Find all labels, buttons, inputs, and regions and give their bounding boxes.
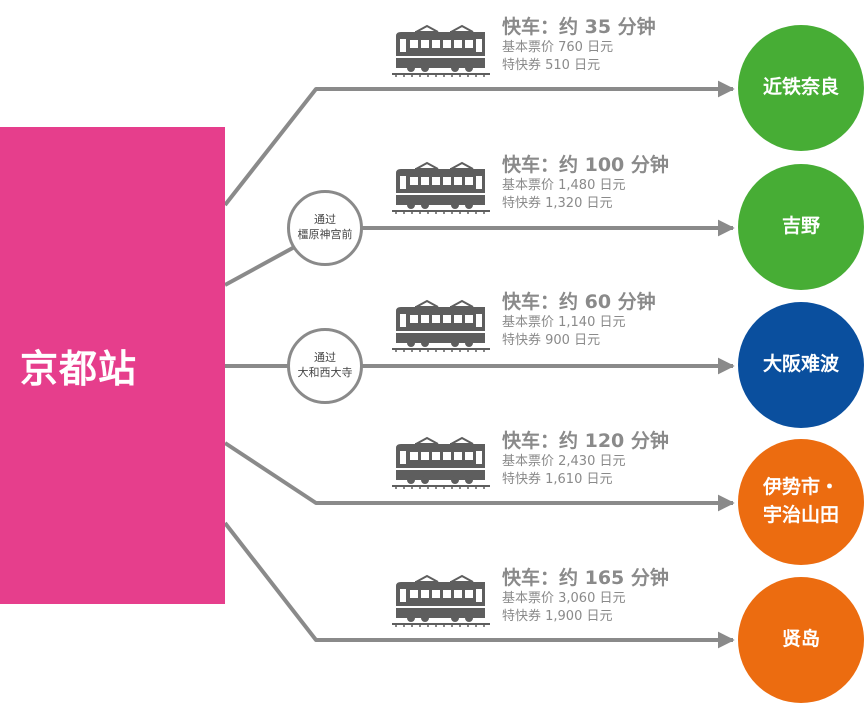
via-label-line1: 通过 [314, 351, 336, 365]
route-info-osaka: 快车：约 60 分钟 基本票价 1,140 日元 特快券 900 日元 [502, 290, 656, 350]
via-label-line1: 通过 [314, 213, 336, 227]
destination-ise-ujiyamada: 伊势市・ 宇治山田 [738, 439, 864, 565]
destination-kashikojima: 贤岛 [738, 577, 864, 703]
via-node-yamatosaidaiji: 通过 大和西大寺 [287, 328, 363, 404]
destination-label: 吉野 [781, 215, 820, 238]
route-info-ise: 快车：约 120 分钟 基本票价 2,430 日元 特快券 1,610 日元 [502, 429, 669, 489]
route-express-fare: 特快券 1,900 日元 [502, 609, 613, 624]
train-icon [392, 24, 490, 77]
route-base-fare: 基本票价 3,060 日元 [502, 591, 626, 606]
route-express-fare: 特快券 1,320 日元 [502, 196, 613, 211]
route-base-fare: 基本票价 1,480 日元 [502, 178, 626, 193]
route-express-fare: 特快券 510 日元 [502, 58, 601, 73]
destination-osaka-namba: 大阪难波 [738, 302, 864, 428]
via-node-kashiharajingumae: 通过 橿原神宫前 [287, 190, 363, 266]
route-travel-time: 快车：约 35 分钟 [502, 16, 656, 38]
route-travel-time: 快车：约 165 分钟 [502, 567, 669, 589]
destination-kintetsu-nara: 近铁奈良 [738, 25, 864, 151]
route-base-fare: 基本票价 760 日元 [502, 40, 614, 55]
route-info-yoshino: 快车：约 100 分钟 基本票价 1,480 日元 特快券 1,320 日元 [502, 153, 669, 213]
via-label-line2: 橿原神宫前 [297, 228, 353, 241]
via-label-line2: 大和西大寺 [297, 366, 353, 379]
destination-label-line1: 伊势市・ [762, 476, 839, 499]
route-travel-time: 快车：约 120 分钟 [502, 430, 669, 452]
destination-label-line2: 宇治山田 [762, 504, 839, 526]
route-info-nara: 快车：约 35 分钟 基本票价 760 日元 特快券 510 日元 [502, 15, 656, 75]
train-icon [392, 574, 490, 627]
route-line-kashikojima [223, 521, 735, 649]
destination-label: 贤岛 [781, 628, 820, 651]
route-travel-time: 快车：约 60 分钟 [502, 291, 656, 313]
train-icon [392, 436, 490, 489]
route-base-fare: 基本票价 2,430 日元 [502, 454, 626, 469]
origin-station-label: 京都站 [20, 347, 138, 391]
route-express-fare: 特快券 1,610 日元 [502, 472, 613, 487]
route-info-kashikojima: 快车：约 165 分钟 基本票价 3,060 日元 特快券 1,900 日元 [502, 566, 669, 626]
destination-label: 近铁奈良 [762, 76, 839, 99]
route-base-fare: 基本票价 1,140 日元 [502, 315, 626, 330]
route-line-nara [223, 80, 735, 207]
route-express-fare: 特快券 900 日元 [502, 333, 601, 348]
train-icon [392, 299, 490, 352]
destination-yoshino: 吉野 [738, 164, 864, 290]
train-icon [392, 161, 490, 214]
route-travel-time: 快车：约 100 分钟 [502, 154, 669, 176]
origin-station-box: 京都站 [0, 127, 225, 604]
destination-label: 大阪难波 [762, 353, 839, 376]
route-line-ise [223, 441, 735, 512]
